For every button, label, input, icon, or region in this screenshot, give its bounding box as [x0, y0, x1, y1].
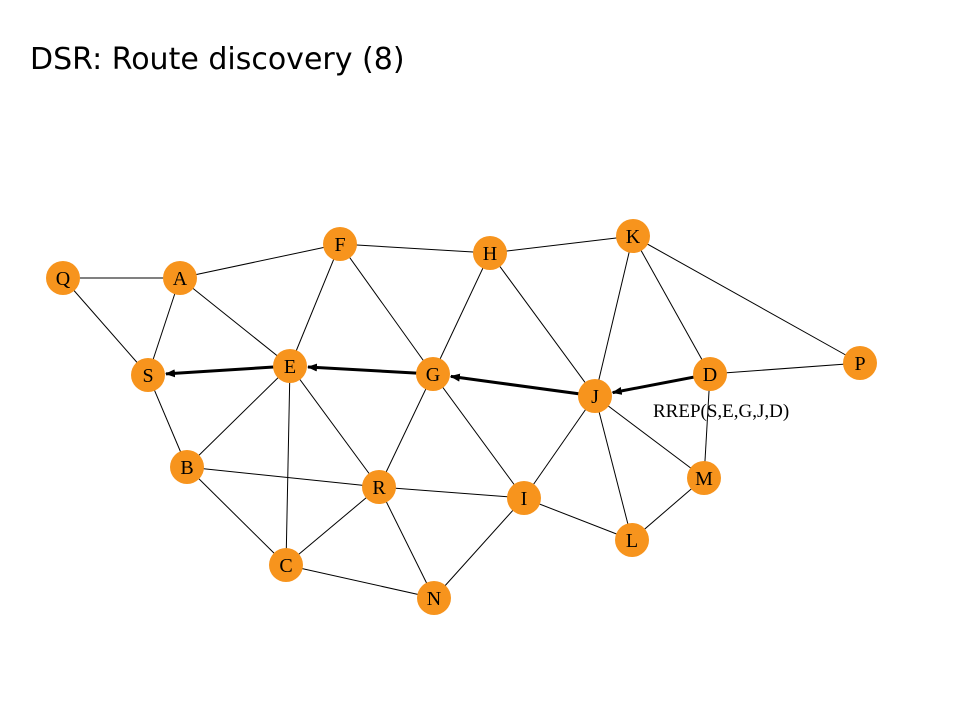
nodes-layer: Q A F H K S E G J D P B R I M L C N — [46, 219, 877, 615]
node-label-J: J — [591, 386, 599, 408]
node-circle-J — [578, 379, 612, 413]
edge-G-I — [432, 373, 525, 499]
edge-K-J — [594, 235, 634, 397]
edge-D-P — [709, 362, 861, 375]
node-circle-A — [163, 261, 197, 295]
node-circle-L — [615, 523, 649, 557]
edge-A-S — [147, 277, 181, 376]
edge-J-I — [523, 395, 596, 499]
node-label-H: H — [483, 243, 497, 265]
node-I: I — [507, 481, 541, 515]
node-circle-S — [131, 358, 165, 392]
node-A: A — [163, 261, 197, 295]
node-label-R: R — [372, 477, 386, 499]
edge-F-E — [289, 243, 341, 367]
node-circle-C — [269, 548, 303, 582]
edges-layer — [62, 235, 861, 599]
node-D: D — [693, 357, 727, 391]
node-label-G: G — [426, 364, 440, 386]
node-R: R — [362, 470, 396, 504]
node-circle-H — [473, 236, 507, 270]
node-N: N — [417, 581, 451, 615]
node-label-I: I — [521, 488, 528, 510]
node-J: J — [578, 379, 612, 413]
edge-K-D — [632, 235, 711, 375]
edge-A-E — [179, 277, 291, 367]
edge-R-N — [378, 486, 435, 599]
node-G: G — [416, 357, 450, 391]
node-circle-N — [417, 581, 451, 615]
edge-J-L — [594, 395, 633, 541]
node-label-A: A — [173, 268, 188, 290]
node-label-B: B — [180, 457, 193, 479]
edge-R-I — [378, 486, 525, 499]
edge-R-C — [285, 486, 380, 566]
node-L: L — [615, 523, 649, 557]
node-F: F — [323, 227, 357, 261]
node-Q: Q — [46, 261, 80, 295]
edge-H-G — [432, 252, 491, 375]
node-label-S: S — [142, 365, 153, 387]
edge-J-M — [594, 395, 705, 479]
node-P: P — [843, 346, 877, 380]
edge-E-R — [289, 365, 380, 488]
node-label-N: N — [427, 588, 441, 610]
edge-B-R — [186, 466, 380, 488]
edge-C-N — [285, 564, 435, 599]
slide-title: DSR: Route discovery (8) — [30, 42, 405, 77]
node-label-C: C — [279, 555, 292, 577]
node-circle-P — [843, 346, 877, 380]
edge-G-R — [378, 373, 434, 488]
node-label-D: D — [703, 364, 717, 386]
node-circle-Q — [46, 261, 80, 295]
edge-F-G — [339, 243, 434, 375]
edge-A-F — [179, 243, 341, 279]
node-label-F: F — [334, 234, 345, 256]
node-circle-G — [416, 357, 450, 391]
edge-K-P — [632, 235, 861, 364]
node-K: K — [616, 219, 650, 253]
rrep-label: RREP(S,E,G,J,D) — [653, 401, 789, 422]
node-H: H — [473, 236, 507, 270]
node-circle-K — [616, 219, 650, 253]
edge-I-L — [523, 497, 633, 541]
node-circle-E — [273, 349, 307, 383]
edge-Q-S — [62, 277, 149, 376]
node-circle-I — [507, 481, 541, 515]
edge-E-B — [186, 365, 291, 468]
node-B: B — [170, 450, 204, 484]
node-C: C — [269, 548, 303, 582]
node-label-P: P — [854, 353, 865, 375]
node-label-Q: Q — [56, 268, 71, 290]
node-label-M: M — [695, 468, 713, 490]
node-circle-F — [323, 227, 357, 261]
node-circle-M — [687, 461, 721, 495]
node-label-E: E — [284, 356, 296, 378]
node-E: E — [273, 349, 307, 383]
node-label-K: K — [626, 226, 641, 248]
edge-I-N — [433, 497, 525, 599]
node-circle-D — [693, 357, 727, 391]
node-circle-B — [170, 450, 204, 484]
edge-B-C — [186, 466, 287, 566]
node-S: S — [131, 358, 165, 392]
edge-H-K — [489, 235, 634, 254]
edge-F-H — [339, 243, 491, 254]
edge-H-J — [489, 252, 596, 397]
edge-E-C — [285, 365, 291, 566]
node-circle-R — [362, 470, 396, 504]
edge-D-M — [703, 373, 711, 479]
node-label-L: L — [626, 530, 638, 552]
node-M: M — [687, 461, 721, 495]
